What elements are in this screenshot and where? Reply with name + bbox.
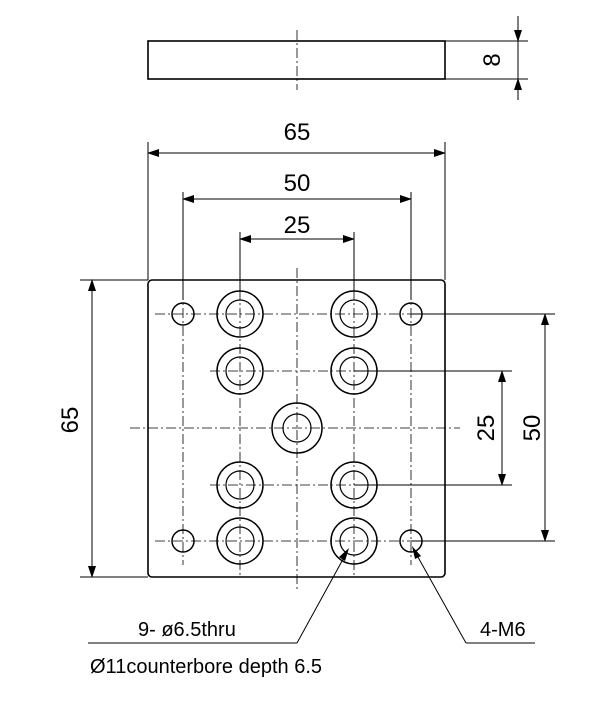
height-50-label: 50 xyxy=(519,415,546,442)
tapped-leader-arrow xyxy=(412,546,421,559)
horizontal-dimensions: 65 50 25 xyxy=(147,119,446,300)
tapped-holes-note: 4-M6 xyxy=(480,619,526,641)
counterbore-hole xyxy=(271,402,323,454)
counterbore-hole xyxy=(330,517,378,565)
top-view xyxy=(130,268,460,590)
counterbore-hole xyxy=(216,461,264,509)
height-25-label: 25 xyxy=(473,415,500,442)
counterbore-hole xyxy=(216,290,264,338)
counterbore-leader-arrow xyxy=(339,548,349,561)
vertical-dimension-left: 65 xyxy=(57,279,148,578)
thickness-label: 8 xyxy=(479,53,506,66)
tapped-hole xyxy=(171,529,195,553)
tapped-leader xyxy=(413,549,467,644)
vertical-dimensions-right: 50 25 xyxy=(354,313,555,542)
counterbore-hole xyxy=(216,517,264,565)
width-65-label: 65 xyxy=(284,119,311,146)
counterbore-hole xyxy=(330,290,378,338)
tapped-hole xyxy=(171,302,195,326)
side-view: 8 xyxy=(147,16,528,100)
counterbore-leader xyxy=(296,551,348,644)
callouts: 9- ø6.5thru Ø11counterbore depth 6.5 4-M… xyxy=(88,546,535,678)
top-view-plate xyxy=(147,279,446,578)
thru-holes-note: 9- ø6.5thru xyxy=(138,619,236,641)
width-50-label: 50 xyxy=(284,170,311,197)
width-25-label: 25 xyxy=(284,212,311,239)
side-view-plate xyxy=(147,40,446,80)
counterbore-hole xyxy=(216,347,264,395)
counterbore-note: Ø11counterbore depth 6.5 xyxy=(90,656,322,678)
height-65-label: 65 xyxy=(57,407,84,434)
